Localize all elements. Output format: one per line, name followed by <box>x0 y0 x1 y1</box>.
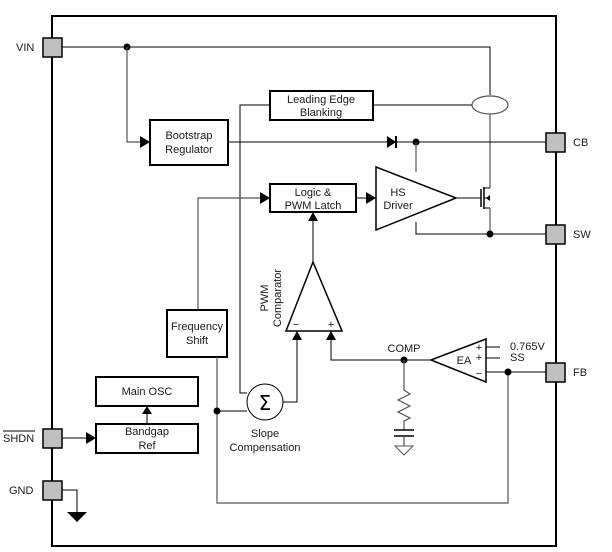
logic-pwm-latch-block <box>269 183 357 213</box>
pwm-comp-label-1: PWM <box>259 285 271 312</box>
comp-node-wire <box>330 340 431 361</box>
slope-label-2: Compensation <box>230 442 301 454</box>
pin-cb[interactable] <box>545 132 566 153</box>
pin-vin-label: VIN <box>16 42 34 54</box>
ea-minus: − <box>476 368 482 380</box>
bootstrap-arrow <box>140 136 150 148</box>
leb-label-1: Leading Edge <box>287 94 355 106</box>
ic-border <box>51 15 557 547</box>
bootstrap-label-2: Regulator <box>165 144 213 156</box>
comp-plus: + <box>328 319 334 331</box>
pwm-comp-label-2: Comparator <box>272 269 284 327</box>
error-amplifier-block <box>428 337 487 384</box>
ea-label: EA <box>457 355 472 367</box>
pin-cb-label: CB <box>573 137 588 149</box>
current-sense-icon <box>471 95 509 115</box>
resistor-icon <box>396 360 412 430</box>
leb-to-summer-wire <box>239 104 270 394</box>
pin-sw[interactable] <box>545 224 566 245</box>
gnd-wire <box>62 489 78 512</box>
sw-wire <box>415 222 546 235</box>
pin-shdn[interactable] <box>42 428 63 449</box>
ea-plus-2: + <box>476 352 482 364</box>
pin-fb[interactable] <box>545 362 566 383</box>
ground-icon <box>67 512 87 522</box>
bandgap-label-2: Ref <box>138 440 156 452</box>
hs-label-2: Driver <box>383 200 413 212</box>
mosfet-icon <box>480 187 490 209</box>
pin-gnd-label: GND <box>9 485 34 497</box>
latch-input-arrow <box>260 192 270 204</box>
bandgap-input-arrow <box>86 432 96 444</box>
pin-vin[interactable] <box>42 37 63 58</box>
diode-icon <box>387 136 396 148</box>
leading-edge-blanking-block <box>269 90 374 121</box>
slope-label-1: Slope <box>251 428 279 440</box>
ss-label: SS <box>510 352 525 364</box>
fb-junction <box>504 368 512 376</box>
vin-to-bootstrap-wire <box>126 47 142 143</box>
sw-junction <box>486 230 494 238</box>
latch-up-arrow <box>308 212 318 221</box>
ground-icon-comp <box>393 445 415 456</box>
osc-up-arrow <box>142 406 152 414</box>
hs-driver-block <box>375 165 459 232</box>
main-osc-label: Main OSC <box>122 386 173 398</box>
ea-plus-1: + <box>476 342 482 354</box>
pin-shdn-label: SHDN <box>3 433 34 445</box>
frequency-shift-block <box>166 309 228 358</box>
logic-label-1: Logic & <box>295 187 332 199</box>
leb-label-2: Blanking <box>300 107 342 119</box>
hs-label-1: HS <box>390 187 405 199</box>
comp-minus: − <box>293 319 299 331</box>
comp-plus-arrow <box>326 331 336 340</box>
pin-gnd[interactable] <box>42 480 63 501</box>
bandgap-label-1: Bandgap <box>125 426 169 438</box>
bootstrap-label-1: Bootstrap <box>165 130 212 142</box>
vin-wire <box>62 46 491 95</box>
freq-label-1: Frequency <box>171 321 223 333</box>
freq-label-2: Shift <box>186 335 208 347</box>
driver-input-arrow <box>366 192 376 204</box>
freqshift-to-latch-wire <box>197 197 262 310</box>
summer-to-comp-wire <box>283 340 298 403</box>
summer-symbol: Σ <box>259 391 272 415</box>
pin-sw-label: SW <box>573 229 591 241</box>
pwm-comparator-block <box>284 260 344 332</box>
logic-label-2: PWM Latch <box>285 200 342 212</box>
comp-label: COMP <box>388 343 421 355</box>
vref-label: 0.765V <box>510 341 546 353</box>
pin-fb-label: FB <box>573 367 587 379</box>
freqshift-down-wire <box>216 357 509 504</box>
bootstrap-regulator-block <box>149 119 229 166</box>
comp-minus-arrow <box>292 331 302 340</box>
